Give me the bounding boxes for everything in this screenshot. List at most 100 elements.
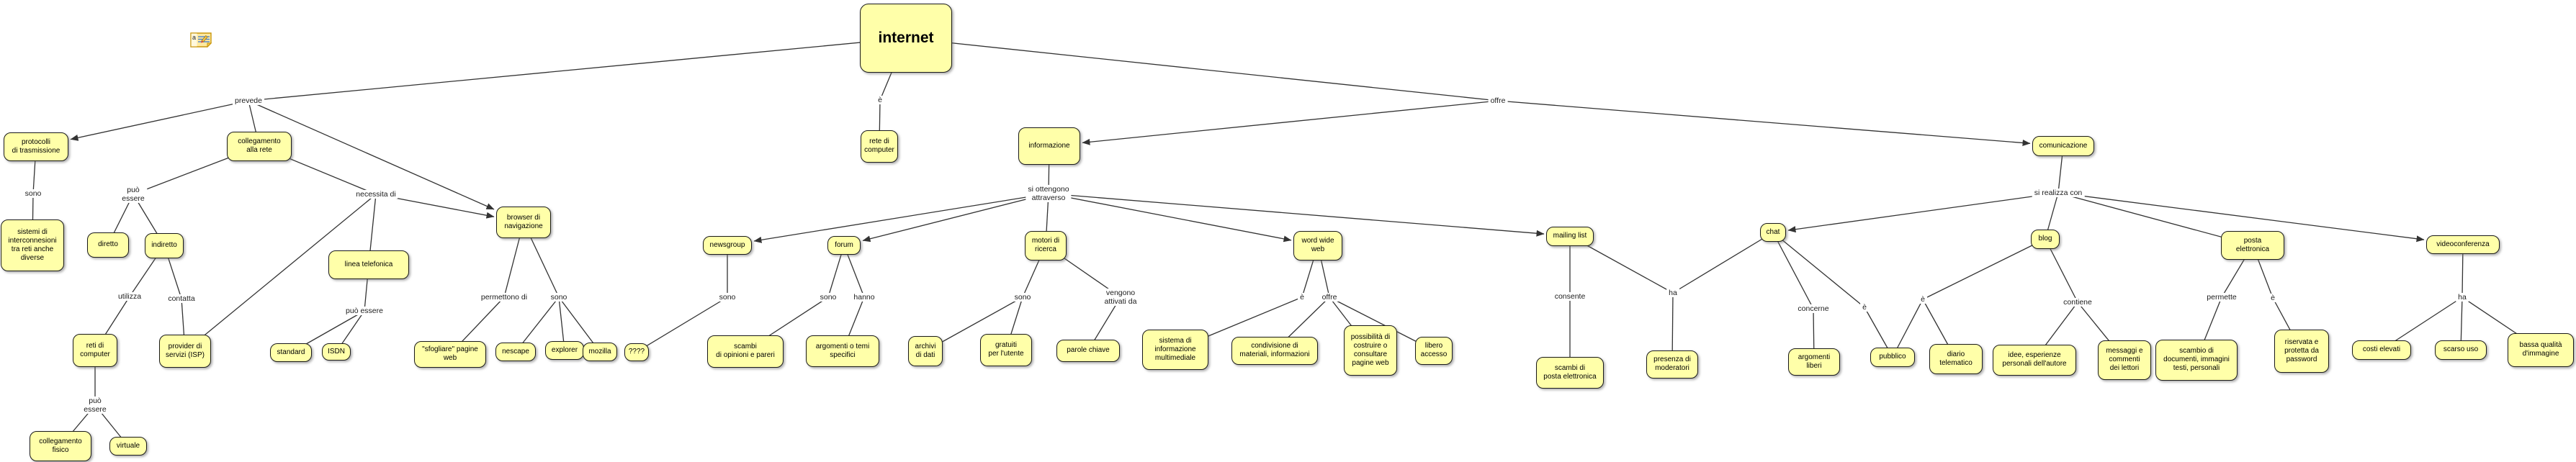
link-phrase-e-posta[interactable]: è: [2268, 293, 2277, 303]
link-phrase-utilizza[interactable]: utilizza: [115, 291, 144, 302]
node-scarso[interactable]: scarso uso: [2435, 340, 2487, 360]
edge-si-ottengono-www: [1048, 193, 1292, 243]
node-posta[interactable]: posta elettronica: [2221, 231, 2284, 260]
link-phrase-contiene[interactable]: contiene: [2061, 297, 2094, 307]
edge-blog-contiene: [2045, 238, 2078, 303]
edge-si-realizza-posta: [2057, 192, 2253, 246]
node-collegamento-rete[interactable]: collegamento alla rete: [227, 131, 292, 161]
link-phrase-sono-browser[interactable]: sono: [548, 292, 570, 302]
node-informazione[interactable]: informazione: [1018, 127, 1080, 165]
edge-si-ottengono-forum: [862, 193, 1049, 243]
node-diario[interactable]: diario telematico: [1929, 344, 1983, 374]
node-scambi-opinioni[interactable]: scambi di opinioni e pareri: [707, 335, 784, 368]
node-newsgroup[interactable]: newsgroup: [703, 236, 752, 255]
link-phrase-e-internet[interactable]: è: [876, 95, 884, 105]
node-riservata[interactable]: riservata e protetta da password: [2274, 330, 2329, 373]
link-phrase-offre-www[interactable]: offre: [1319, 292, 1339, 302]
edge-blog-e-blog: [1922, 238, 2046, 300]
node-possibilita[interactable]: possibilità di costruire o consultare pa…: [1344, 325, 1397, 376]
node-comunicazione[interactable]: comunicazione: [2032, 136, 2094, 156]
link-phrase-contatta[interactable]: contatta: [166, 294, 197, 304]
link-phrase-e-blog[interactable]: è: [1918, 294, 1927, 304]
link-phrase-sono-motori[interactable]: sono: [1012, 292, 1033, 302]
node-presenza[interactable]: presenza di moderatori: [1646, 350, 1698, 379]
edge-si-realizza-chat: [1787, 192, 2059, 233]
edge-prevede-browser: [248, 100, 495, 210]
link-phrase-concerne[interactable]: concerne: [1795, 304, 1831, 314]
link-phrase-sono-forum[interactable]: sono: [817, 292, 839, 302]
node-explorer[interactable]: explorer: [545, 341, 584, 360]
link-phrase-consente[interactable]: consente: [1552, 291, 1588, 302]
node-sistema-multi[interactable]: sistema di informazione multimediale: [1142, 330, 1208, 370]
edge-prevede-protocolli: [70, 100, 249, 141]
svg-text:a: a: [192, 34, 196, 41]
link-phrase-permette[interactable]: permette: [2204, 292, 2239, 302]
node-scambio-doc[interactable]: scambio di documenti, immagini testi, pe…: [2155, 339, 2238, 381]
node-video[interactable]: videoconferenza: [2426, 235, 2500, 254]
node-motori[interactable]: motori di ricerca: [1025, 230, 1067, 261]
link-phrase-sono-protocolli[interactable]: sono: [22, 189, 44, 199]
annotation-note-icon[interactable]: a: [190, 32, 212, 47]
node-argomenti-liberi[interactable]: argomenti liberi: [1788, 348, 1840, 376]
node-mozilla[interactable]: mozilla: [583, 343, 617, 361]
node-archivi[interactable]: archivi di dati: [908, 336, 943, 366]
link-phrase-sono-newsgroup[interactable]: sono: [717, 292, 738, 302]
node-reti-computer[interactable]: reti di computer: [73, 334, 117, 367]
node-condivisione[interactable]: condivisione di materiali, informazioni: [1231, 336, 1318, 365]
node-provider[interactable]: provider di servizi (ISP): [159, 335, 211, 368]
node-linea-telefonica[interactable]: linea telefonica: [328, 250, 409, 279]
link-phrase-hanno[interactable]: hanno: [851, 292, 877, 302]
link-phrase-puo-essere-reti[interactable]: può essere: [81, 396, 109, 415]
link-phrase-offre-internet[interactable]: offre: [1488, 96, 1508, 106]
edge-chat-concerne: [1772, 232, 1814, 309]
node-bassa[interactable]: bassa qualità d'immagine: [2508, 332, 2574, 367]
node-diretto[interactable]: diretto: [87, 232, 129, 258]
edge-si-ottengono-newsgroup: [753, 193, 1049, 243]
node-indiretto[interactable]: indiretto: [145, 232, 184, 258]
link-phrase-puo-essere-colleg[interactable]: può essere: [120, 185, 147, 204]
node-pubblico[interactable]: pubblico: [1870, 347, 1915, 367]
node-parole-chiave[interactable]: parole chiave: [1056, 339, 1120, 362]
link-phrase-permettono-di[interactable]: permettono di: [478, 292, 530, 302]
link-phrase-e-www[interactable]: è: [1298, 292, 1306, 302]
edge-si-ottengono-mailing: [1048, 193, 1545, 237]
node-sfogliare[interactable]: "sfogliare" pagine web: [414, 340, 486, 368]
node-libero[interactable]: libero accesso: [1415, 336, 1453, 365]
node-rete-computer[interactable]: rete di computer: [861, 130, 898, 163]
node-standard[interactable]: standard: [270, 343, 312, 362]
edge-si-realizza-video: [2057, 192, 2425, 243]
node-gratuiti[interactable]: gratuiti per l'utente: [980, 333, 1032, 366]
node-mailing[interactable]: mailing list: [1546, 226, 1594, 246]
node-costi[interactable]: costi elevati: [2352, 340, 2411, 360]
link-phrase-necessita-di[interactable]: necessita di: [354, 189, 398, 199]
node-virtuale[interactable]: virtuale: [109, 437, 147, 456]
node-scambi-posta[interactable]: scambi di posta elettronica: [1536, 357, 1604, 389]
node-browser[interactable]: browser di navigazione: [496, 207, 551, 238]
link-phrase-e-chat[interactable]: è: [1860, 302, 1869, 312]
link-phrase-prevede[interactable]: prevede: [233, 96, 264, 106]
link-phrase-puo-essere-linea[interactable]: può essere: [344, 306, 385, 316]
node-idee[interactable]: idee, esperienze personali dell'autore: [1993, 344, 2076, 376]
node-qqqq[interactable]: ????: [624, 343, 649, 361]
node-isdn[interactable]: ISDN: [322, 343, 351, 361]
link-phrase-si-realizza[interactable]: si realizza con: [2032, 188, 2085, 198]
link-phrase-vengono-attivati[interactable]: vengono attivati da: [1102, 288, 1139, 307]
link-phrase-ha-mailing[interactable]: ha: [1666, 288, 1679, 298]
node-blog[interactable]: blog: [2031, 229, 2060, 249]
node-www[interactable]: word wide web: [1293, 230, 1342, 261]
edge-sono-newsgroup-qqqq: [636, 296, 728, 353]
node-colleg-fisico[interactable]: collegamento fisico: [30, 431, 91, 461]
node-chat[interactable]: chat: [1760, 223, 1786, 242]
edge-internet-offre-internet: [905, 37, 1499, 101]
link-phrase-si-ottengono[interactable]: si ottengono attraverso: [1026, 184, 1072, 203]
node-internet[interactable]: internet: [860, 4, 952, 73]
node-argomenti-temi[interactable]: argomenti o temi specifici: [806, 335, 879, 367]
node-messaggi[interactable]: messaggi e commenti dei lettori: [2098, 340, 2151, 380]
link-phrase-ha-video[interactable]: ha: [2456, 292, 2469, 302]
node-protocolli[interactable]: protocolli di trasmissione: [4, 132, 68, 161]
node-nescape[interactable]: nescape: [495, 343, 536, 361]
node-sistemi[interactable]: sistemi di interconnesioni tra reti anch…: [1, 219, 64, 271]
node-forum[interactable]: forum: [827, 236, 861, 255]
